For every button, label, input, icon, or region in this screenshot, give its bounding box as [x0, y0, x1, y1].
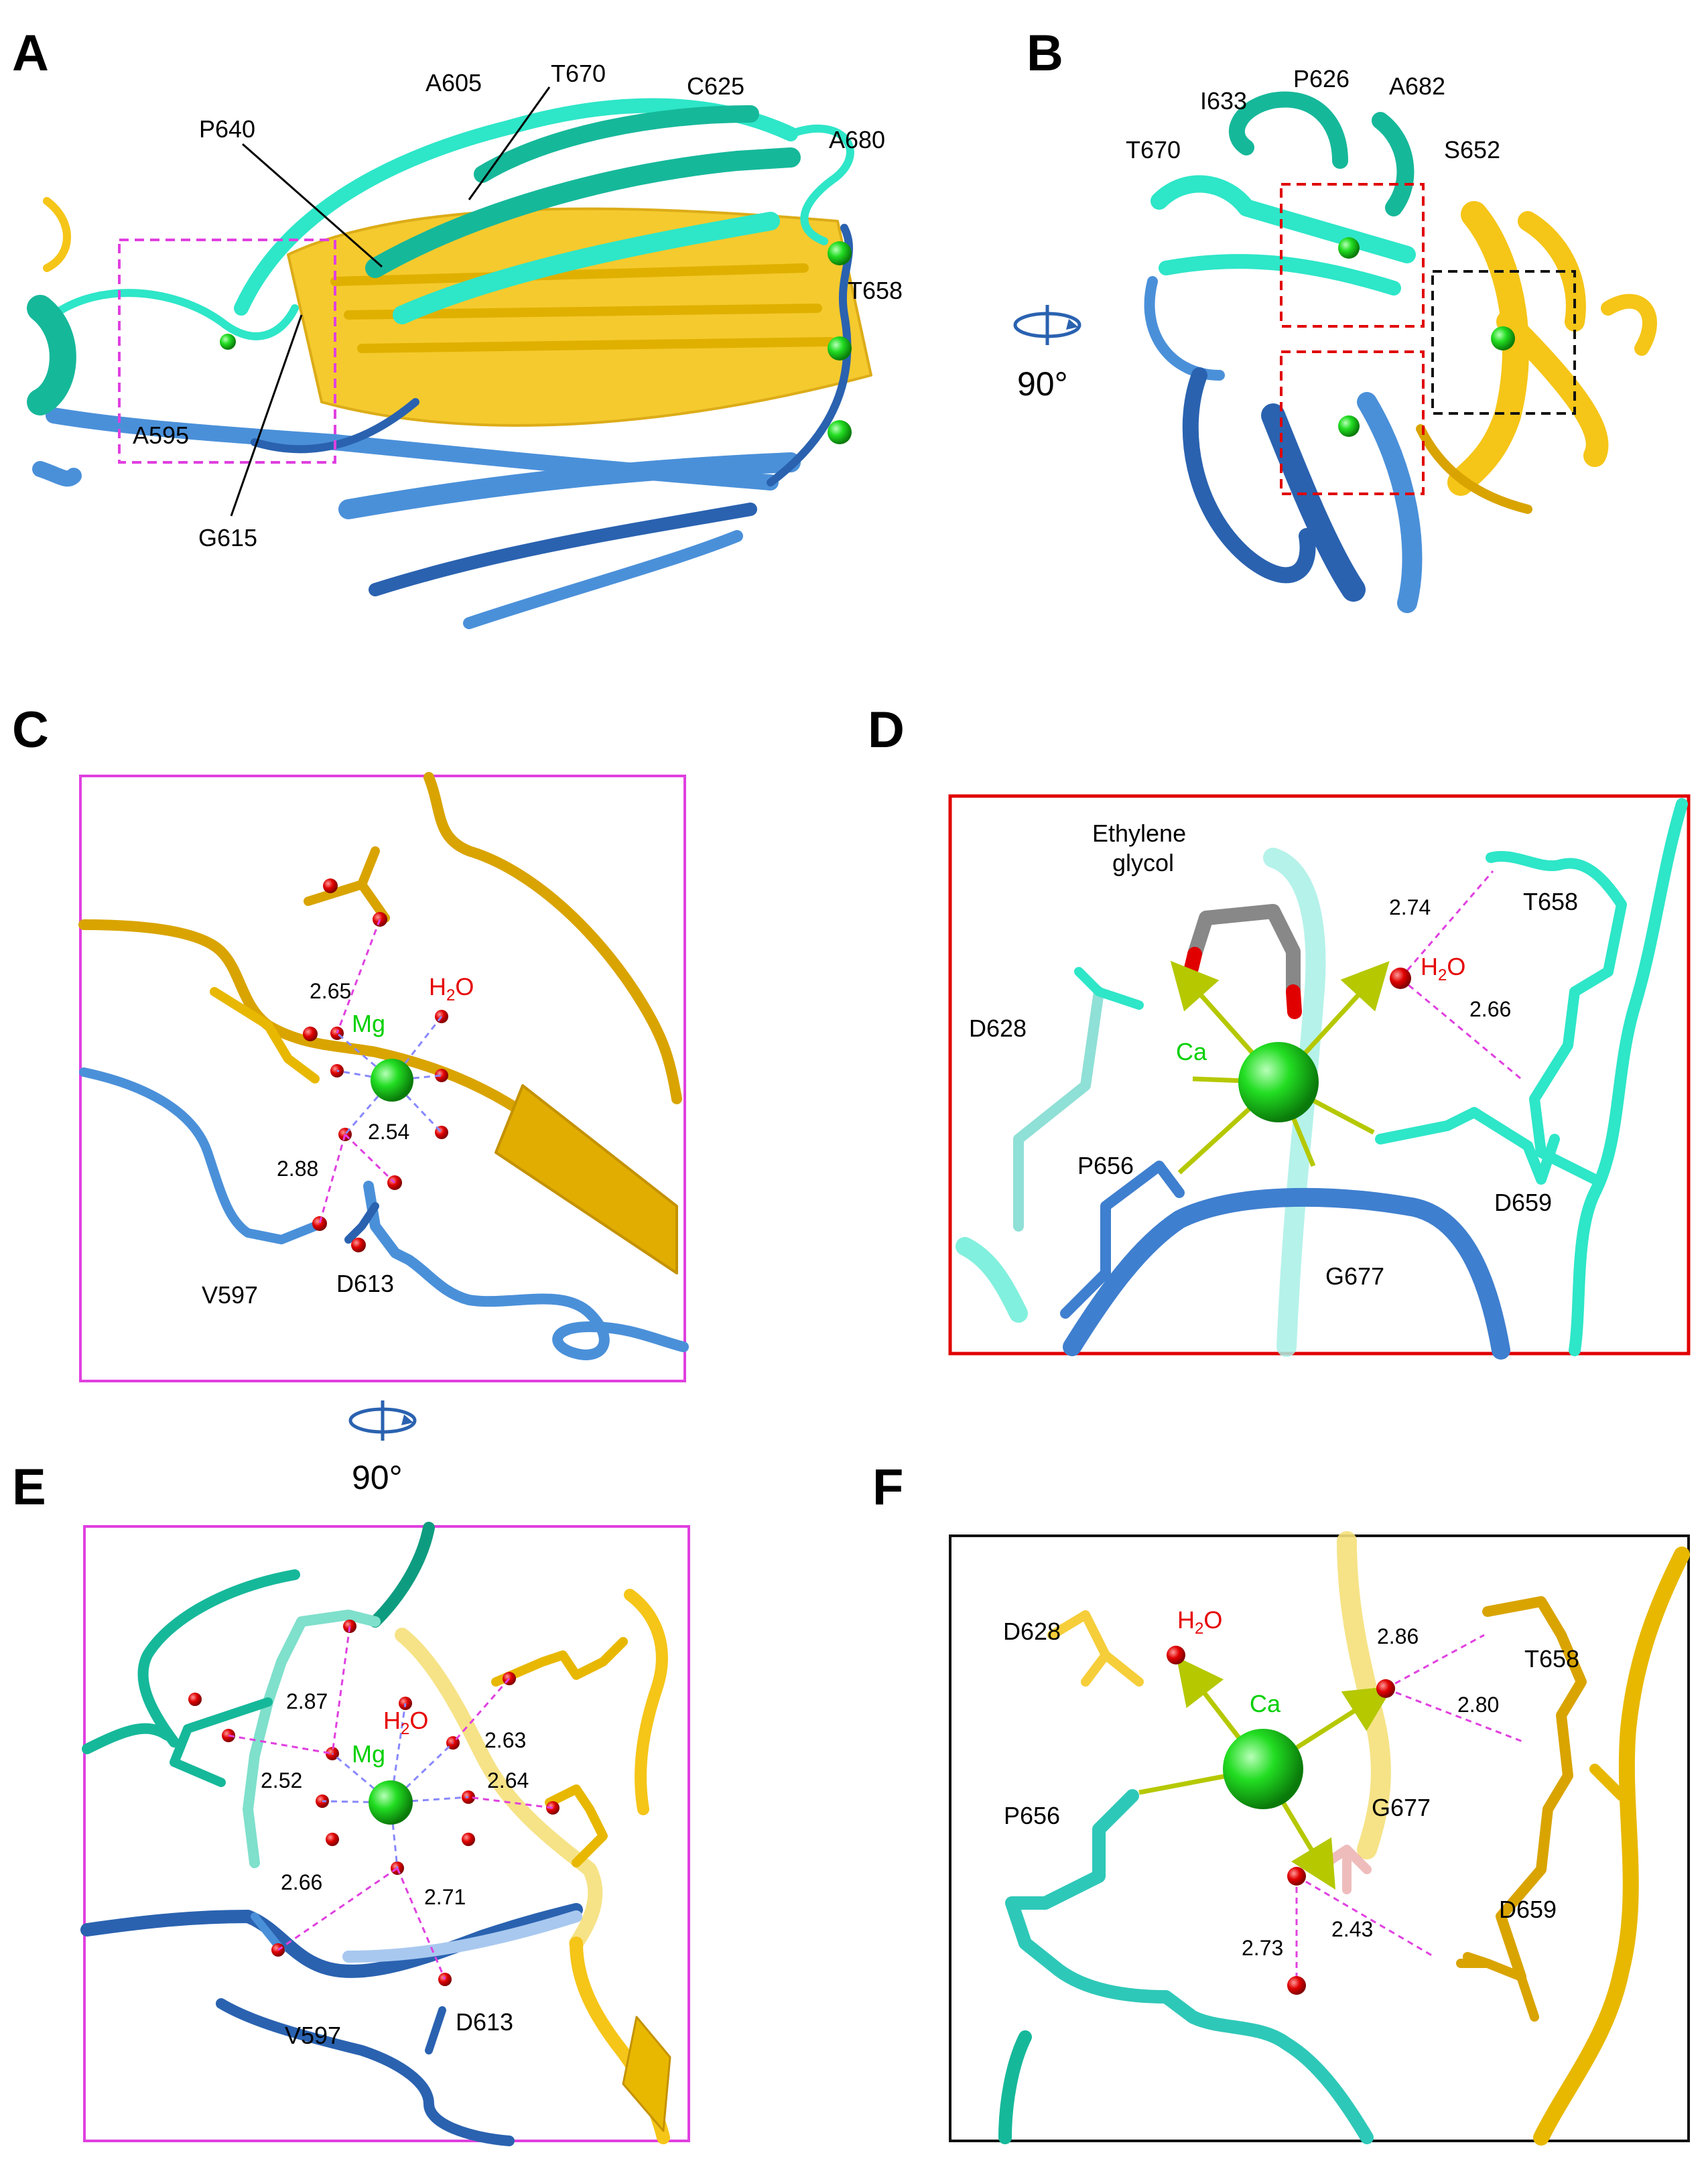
- panel-e-label-d613: D613: [456, 2008, 513, 2036]
- panel-d-ligand-line-2: glycol: [1112, 849, 1174, 876]
- panel-e-dist-2: 2.63: [484, 1728, 526, 1752]
- panel-e-dist-4: 2.64: [487, 1768, 529, 1792]
- panel-b-label-a682: A682: [1389, 72, 1445, 100]
- panel-e-dist-6: 2.71: [424, 1885, 466, 1909]
- panel-b: B 90° I633 P626 A: [1013, 25, 1657, 613]
- panel-b-rotation-icon: [1013, 305, 1081, 345]
- panel-a-label-c625: C625: [687, 72, 744, 100]
- panel-d-water: [1390, 968, 1411, 989]
- panel-d-label-t658: T658: [1523, 888, 1578, 915]
- panel-f-label-d628: D628: [1003, 1618, 1061, 1645]
- panel-e-structure: [80, 1522, 671, 2146]
- panel-c-label-v597: V597: [202, 1281, 258, 1309]
- panel-a-leader-t670: [468, 86, 551, 200]
- panel-a-label-p640: P640: [199, 115, 255, 143]
- panel-b-label-t670: T670: [1126, 136, 1181, 163]
- panel-b-ca-ion-3: [1338, 415, 1360, 437]
- panel-b-ca-ion-2: [1491, 326, 1515, 350]
- panel-d-metal-label: Ca: [1176, 1038, 1207, 1065]
- panel-a-label-a595: A595: [133, 421, 189, 449]
- panel-d-label-p656: P656: [1077, 1152, 1134, 1179]
- panel-a-label-a605: A605: [425, 69, 482, 96]
- panel-c-dist-2: 2.54: [368, 1120, 409, 1144]
- panel-a-leader-g615: [230, 314, 303, 517]
- panel-a-label-a680: A680: [829, 126, 885, 153]
- panel-d-structure: [956, 798, 1688, 1360]
- panel-d-hbonds: [1399, 870, 1522, 1080]
- panel-c: C: [12, 702, 689, 1496]
- panel-a-label-g615: G615: [198, 524, 257, 551]
- panel-f-dist-3: 2.73: [1242, 1936, 1283, 1960]
- panel-b-black-box: [1431, 270, 1576, 415]
- panel-e-label-v597: V597: [285, 2022, 341, 2049]
- panel-a-leader-p640: [242, 143, 383, 268]
- panel-f-metal-label: Ca: [1250, 1690, 1281, 1717]
- panel-a-ca-ion-3: [828, 420, 852, 444]
- panel-c-rotation-icon: [348, 1400, 417, 1441]
- panel-f-label-g677: G677: [1372, 1794, 1431, 1821]
- panel-f-dist-1: 2.86: [1377, 1624, 1419, 1648]
- panel-a-mg-site-box: [118, 239, 336, 464]
- panel-c-dist-3: 2.88: [277, 1157, 318, 1181]
- panel-d: D: [868, 702, 1691, 1360]
- panel-d-letter: D: [868, 702, 905, 759]
- panel-d-ligand-line-1: Ethylene: [1092, 820, 1186, 847]
- panel-e-dist-1: 2.87: [286, 1689, 328, 1713]
- panel-f-ca-ion: [1223, 1729, 1303, 1809]
- panel-c-metal-label: Mg: [352, 1010, 385, 1037]
- panel-d-frame: [948, 794, 1691, 1356]
- panel-e-metal-label: Mg: [352, 1740, 385, 1768]
- panel-d-dist-1: 2.74: [1389, 895, 1431, 919]
- panel-c-water-label: H2O: [429, 973, 474, 1004]
- panel-c-label-d613: D613: [336, 1270, 394, 1297]
- panel-e-water-label: H2O: [383, 1707, 428, 1738]
- panel-f-dist-2: 2.80: [1457, 1693, 1499, 1717]
- panel-c-oxygens: [303, 878, 402, 1252]
- panel-c-letter: C: [12, 702, 49, 759]
- panel-b-red-box-top: [1280, 183, 1425, 328]
- panel-f-water-label: H2O: [1177, 1606, 1222, 1638]
- panel-b-red-box-bottom: [1280, 350, 1425, 495]
- panel-e-mg-ion: [369, 1780, 413, 1825]
- panel-a-mg-ion: [220, 334, 236, 350]
- panel-f-label-t658: T658: [1524, 1645, 1579, 1673]
- panel-b-ca-ion-1: [1338, 237, 1360, 259]
- panel-a-ca-ion-2: [828, 336, 852, 361]
- panel-f-letter: F: [872, 1459, 903, 1516]
- panel-e-dist-3: 2.52: [261, 1768, 302, 1792]
- panel-d-label-d628: D628: [969, 1014, 1027, 1042]
- panel-e-dist-5: 2.66: [281, 1870, 322, 1894]
- panel-c-rotation-label: 90°: [352, 1459, 403, 1496]
- panel-a-label-t670: T670: [551, 60, 606, 87]
- panel-d-dist-2: 2.66: [1469, 997, 1511, 1021]
- panel-f: F: [872, 1459, 1690, 2146]
- panel-f-dist-4: 2.43: [1331, 1917, 1373, 1941]
- panel-f-oxygens: [1167, 1646, 1395, 1995]
- panel-a-ca-ion-1: [828, 241, 852, 265]
- panel-f-label-d659: D659: [1499, 1896, 1557, 1923]
- panel-a-label-t658: T658: [848, 277, 903, 304]
- panel-d-water-label: H2O: [1421, 953, 1465, 984]
- panel-a-letter: A: [12, 25, 49, 82]
- panel-b-label-p626: P626: [1293, 65, 1350, 92]
- panel-e-frame: [83, 1525, 690, 2142]
- panel-c-dist-1: 2.65: [310, 979, 351, 1003]
- panel-d-ca-ion: [1238, 1042, 1319, 1122]
- panel-b-label-i633: I633: [1200, 87, 1247, 115]
- panel-b-label-s652: S652: [1444, 136, 1500, 163]
- panel-d-label-d659: D659: [1494, 1189, 1552, 1216]
- panel-e: E: [12, 1459, 690, 2146]
- panel-e-letter: E: [12, 1459, 46, 1516]
- panel-d-label-g677: G677: [1325, 1262, 1384, 1290]
- panel-b-ribbon-structure: [1144, 91, 1657, 613]
- panel-b-rotation-label: 90°: [1017, 365, 1068, 403]
- panel-a: A: [12, 25, 903, 629]
- panel-a-ribbon-structure: [27, 98, 872, 629]
- panel-b-letter: B: [1027, 25, 1063, 82]
- panel-c-structure: [78, 772, 689, 1360]
- panel-f-hbonds: [1295, 1634, 1525, 1977]
- panel-c-mg-ion: [371, 1059, 413, 1102]
- panel-f-label-p656: P656: [1004, 1802, 1060, 1829]
